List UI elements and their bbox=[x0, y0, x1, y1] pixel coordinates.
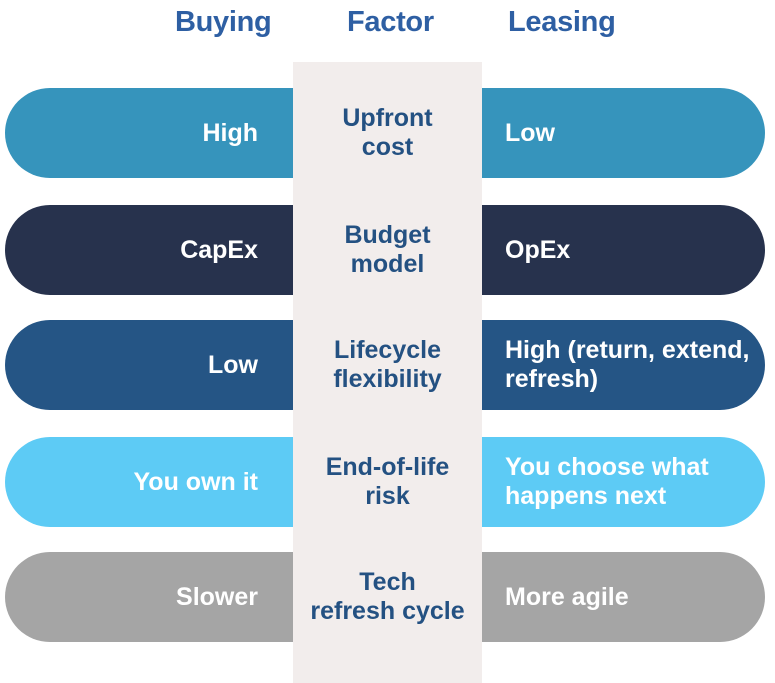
cell-buying-3: You own it bbox=[133, 467, 258, 496]
factor-column-background bbox=[293, 62, 482, 683]
cell-buying-0: High bbox=[202, 118, 258, 147]
cell-buying-4: Slower bbox=[176, 582, 258, 611]
cell-leasing-1: OpEx bbox=[505, 235, 571, 264]
column-headers: Buying Factor Leasing bbox=[0, 0, 775, 62]
cell-buying-1: CapEx bbox=[180, 235, 258, 264]
column-header-buying: Buying bbox=[175, 6, 272, 38]
cell-leasing-2: High (return, extend, refresh) bbox=[505, 336, 750, 393]
cell-leasing-0: Low bbox=[505, 118, 555, 147]
cell-leasing-4: More agile bbox=[505, 582, 629, 611]
cell-buying-2: Low bbox=[208, 350, 258, 379]
column-header-leasing: Leasing bbox=[508, 6, 616, 38]
column-header-factor: Factor bbox=[347, 6, 434, 38]
cell-leasing-3: You choose what happens next bbox=[505, 453, 709, 510]
